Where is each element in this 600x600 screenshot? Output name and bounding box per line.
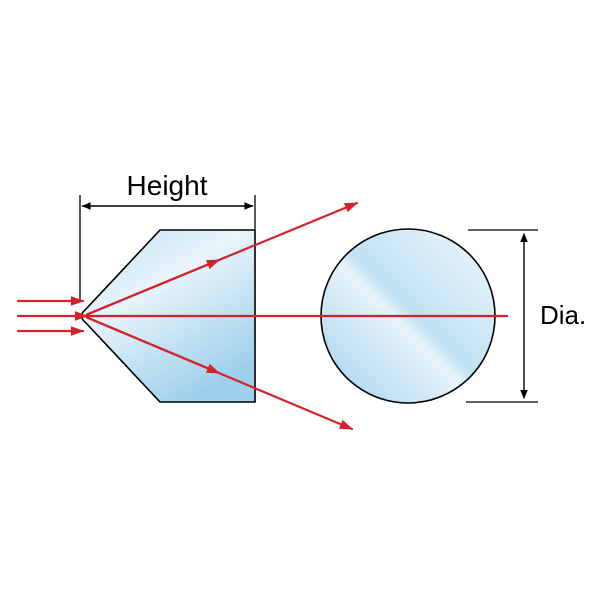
dia-dimension: Dia. [466, 229, 586, 403]
height-label: Height [127, 170, 208, 201]
dia-label: Dia. [540, 300, 586, 330]
refracted-ray-up [85, 201, 359, 316]
ray-paths [16, 201, 509, 431]
refracted-ray-down [85, 316, 354, 431]
height-dimension: Height [79, 170, 256, 301]
